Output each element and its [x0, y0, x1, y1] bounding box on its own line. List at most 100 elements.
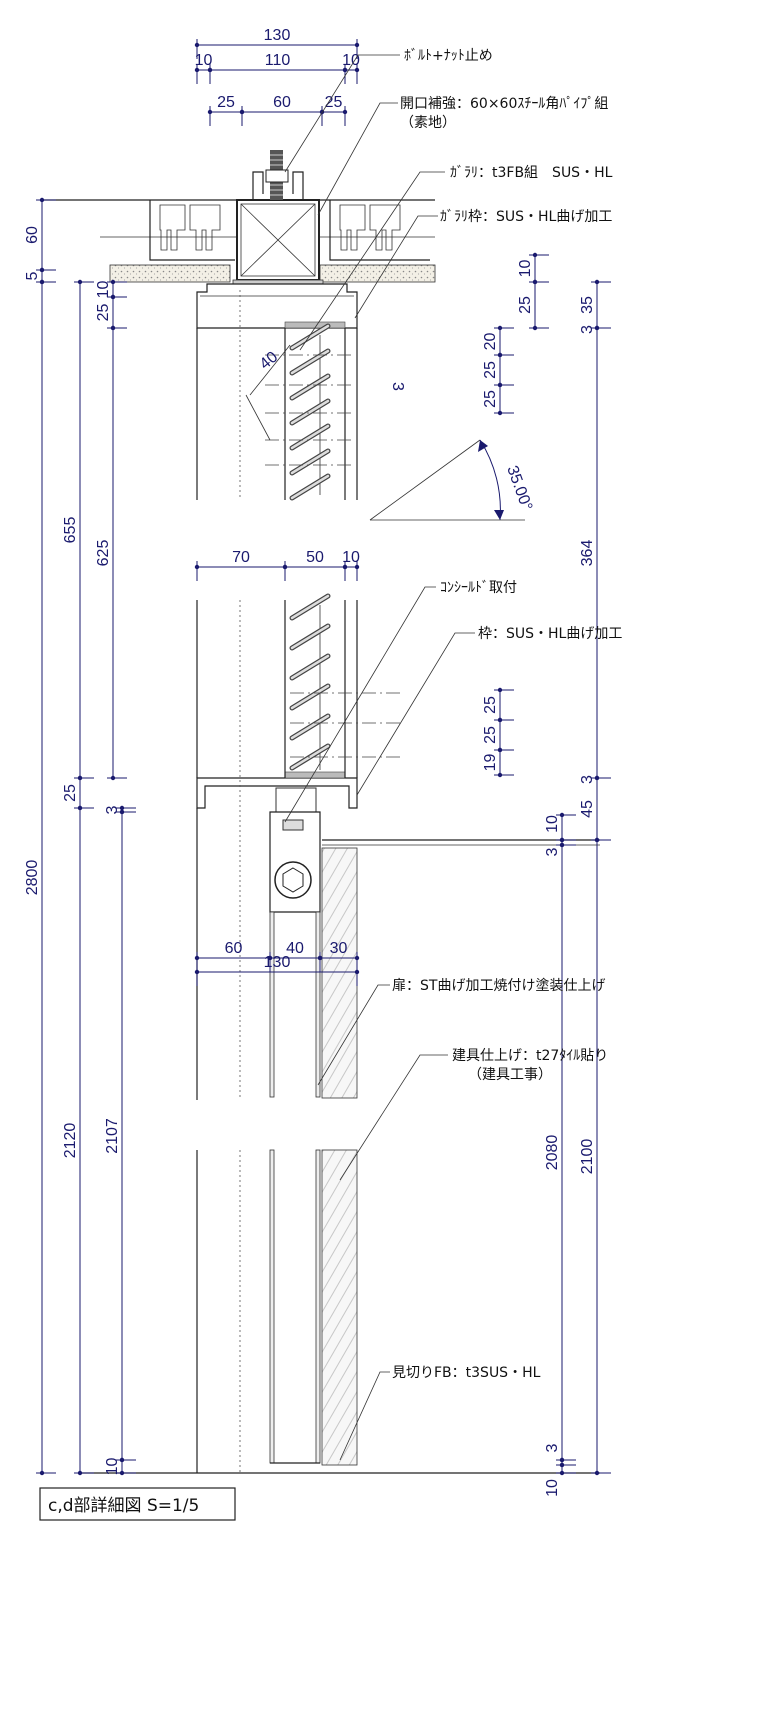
dimension: 60: [24, 197, 56, 273]
dimension-dot: [532, 325, 538, 331]
dimension: 19: [482, 747, 514, 778]
dimension-dot: [594, 1470, 600, 1476]
dimension-value: 3: [104, 805, 121, 814]
dimension: 25: [517, 279, 549, 331]
angle-label: 35.00°: [503, 464, 535, 513]
tile-finish: [321, 839, 600, 1466]
dimension-dot: [77, 775, 83, 781]
dimension: 60: [239, 94, 325, 126]
dimension-dot: [119, 805, 125, 811]
dimension-dot: [267, 955, 273, 961]
dimension-value: 20: [482, 333, 499, 351]
dimension: 2100: [579, 837, 611, 1476]
gap-lower-dim: 3: [579, 775, 596, 784]
dimension: 625: [95, 325, 127, 781]
dimension-value: 364: [579, 540, 596, 567]
dimension-value: 25: [482, 726, 499, 744]
label-opening-sub: （素地）: [400, 115, 456, 131]
dimension-dot: [239, 109, 245, 115]
dimension-value: 25: [62, 784, 79, 802]
dimension-dot: [194, 42, 200, 48]
dimension-value: 10: [544, 1479, 561, 1497]
dimension: 10: [342, 52, 360, 84]
dimension-dot: [497, 382, 503, 388]
dimension: 130: [194, 27, 360, 59]
dimension-dot: [194, 67, 200, 73]
leader-lines: [284, 54, 475, 1461]
dimension-value: 2080: [544, 1135, 561, 1171]
dimension-dot: [594, 325, 600, 331]
dimension-value: 10: [95, 281, 112, 299]
dimension-value: 45: [579, 800, 596, 818]
center-lines: [245, 344, 400, 758]
drawing-title: c,d部詳細図 S=1/5: [48, 1496, 199, 1516]
dimension-dot: [77, 1470, 83, 1476]
dimension-dot: [39, 197, 45, 203]
dimension-dot: [77, 279, 83, 285]
dimension-dot: [354, 969, 360, 975]
dimension: 2080: [544, 842, 576, 1463]
dimension-dot: [594, 837, 600, 843]
dimension-value: 110: [265, 52, 291, 69]
label-finish: 建具仕上げ：t27ﾀｲﾙ貼り: [452, 1048, 608, 1064]
dimension-dot: [559, 837, 565, 843]
dimension-value: 35: [579, 296, 596, 314]
dimension-dot: [342, 109, 348, 115]
angle-indicator: 35.00°: [369, 439, 535, 521]
label-bolt: ﾎﾞﾙﾄ+ﾅｯﾄ止め: [404, 48, 493, 64]
dimension-dot: [354, 564, 360, 570]
dimension-dot: [119, 809, 125, 815]
dimension-value: 655: [62, 517, 79, 544]
dimension-value: 19: [482, 754, 499, 772]
dimension: 10: [544, 1462, 576, 1497]
dimension: 3: [104, 805, 136, 814]
dimension-dot: [119, 1470, 125, 1476]
louver-slat-highlight: [290, 374, 330, 400]
drawing-title-box: c,d部詳細図 S=1/5: [39, 1487, 236, 1521]
dimension-value: 5: [24, 271, 41, 280]
dimension-dot: [532, 279, 538, 285]
dimension-dot: [497, 687, 503, 693]
dimension-value: 25: [325, 94, 343, 111]
dimension: 25: [482, 352, 514, 388]
dimension-value: 25: [482, 361, 499, 379]
dimension: 50: [282, 549, 348, 581]
dimension: 3: [544, 1443, 576, 1468]
dimension-dot: [194, 969, 200, 975]
dimension: 364: [579, 325, 611, 781]
dimension-dot: [207, 109, 213, 115]
dimension-dot: [497, 325, 503, 331]
dimension-value: 60: [273, 94, 291, 111]
dimension-value: 10: [342, 549, 360, 566]
dimension-dot: [594, 279, 600, 285]
label-gallery: ｶﾞﾗﾘ：t3FB組 SUS・HL: [450, 165, 613, 181]
dimension-value: 30: [330, 940, 348, 957]
louver-slat-highlight: [290, 714, 330, 740]
dimension-dot: [342, 67, 348, 73]
dimension: 25: [482, 717, 514, 753]
dimension: 110: [207, 52, 348, 84]
dimension-dot: [317, 955, 323, 961]
dimension-value: 2800: [24, 860, 41, 896]
dimension-value: 10: [517, 260, 534, 278]
dimension-dot: [497, 747, 503, 753]
dimension-dot: [559, 1462, 565, 1468]
dimension-dot: [110, 775, 116, 781]
label-gallery-frame: ｶﾞﾗﾘ枠：SUS・HL曲げ加工: [440, 209, 612, 225]
dimension-dot: [110, 325, 116, 331]
dimension-value: 50: [306, 549, 324, 566]
dimension-value: 25: [217, 94, 235, 111]
dimension: 30: [317, 940, 360, 972]
louver-slat-highlight: [290, 449, 330, 475]
dimension-dot: [497, 717, 503, 723]
slat-thickness-dim: 3: [389, 382, 406, 391]
dimension: 10: [544, 812, 576, 843]
dimension-dot: [497, 352, 503, 358]
dimension: 35: [579, 279, 611, 331]
dimension-value: 25: [517, 296, 534, 314]
dimension-dot: [354, 955, 360, 961]
dimension-dot: [497, 410, 503, 416]
dimension: 10: [517, 252, 549, 285]
dimension-dot: [559, 842, 565, 848]
